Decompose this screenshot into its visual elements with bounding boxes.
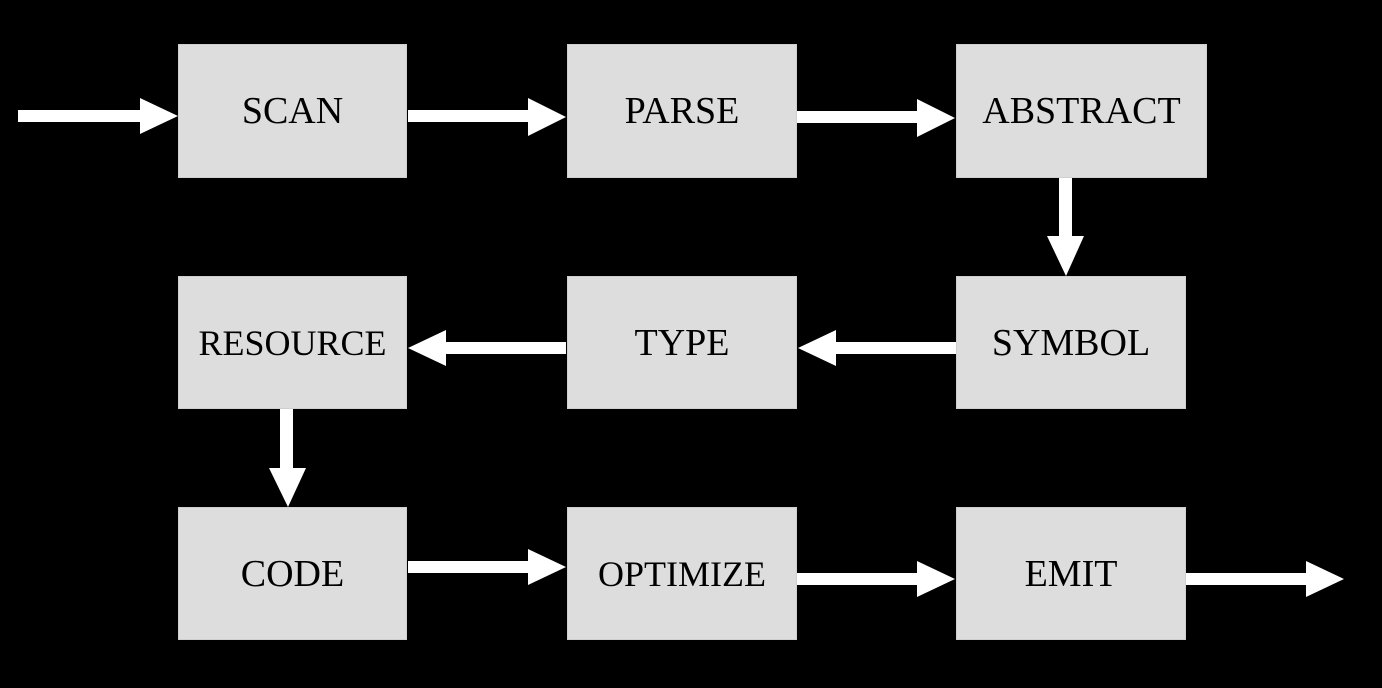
node-scan: SCAN: [178, 44, 407, 178]
node-abstract-label: ABSTRACT: [982, 90, 1181, 132]
arrow-code-to-optimize: [408, 549, 566, 585]
node-optimize-label: OPTIMIZE: [598, 553, 766, 594]
node-symbol: SYMBOL: [956, 276, 1186, 409]
node-symbol-label: SYMBOL: [991, 321, 1151, 364]
node-code-label: CODE: [240, 552, 345, 595]
node-resource: RESOURCE: [178, 276, 407, 409]
arrow-resource-to-code: [269, 408, 306, 507]
node-abstract: ABSTRACT: [956, 44, 1207, 178]
node-parse-label: PARSE: [624, 90, 740, 132]
arrow-scan-to-parse: [408, 98, 566, 136]
arrow-emit-to-output: [1186, 561, 1344, 597]
node-type-label: TYPE: [634, 321, 730, 364]
node-resource-label: RESOURCE: [198, 322, 387, 363]
arrow-parse-to-abstract: [797, 99, 955, 137]
arrow-abstract-to-symbol: [1047, 178, 1084, 276]
node-parse: PARSE: [567, 44, 797, 178]
node-type: TYPE: [567, 276, 797, 409]
arrow-optimize-to-emit: [797, 561, 955, 597]
node-emit-label: EMIT: [1024, 552, 1118, 595]
arrow-input-to-scan: [18, 98, 178, 134]
node-scan-label: SCAN: [241, 90, 344, 132]
arrow-type-to-resource: [408, 330, 566, 366]
node-emit: EMIT: [956, 507, 1186, 640]
arrow-symbol-to-type: [798, 330, 956, 366]
node-optimize: OPTIMIZE: [567, 507, 797, 640]
node-code: CODE: [178, 507, 407, 640]
